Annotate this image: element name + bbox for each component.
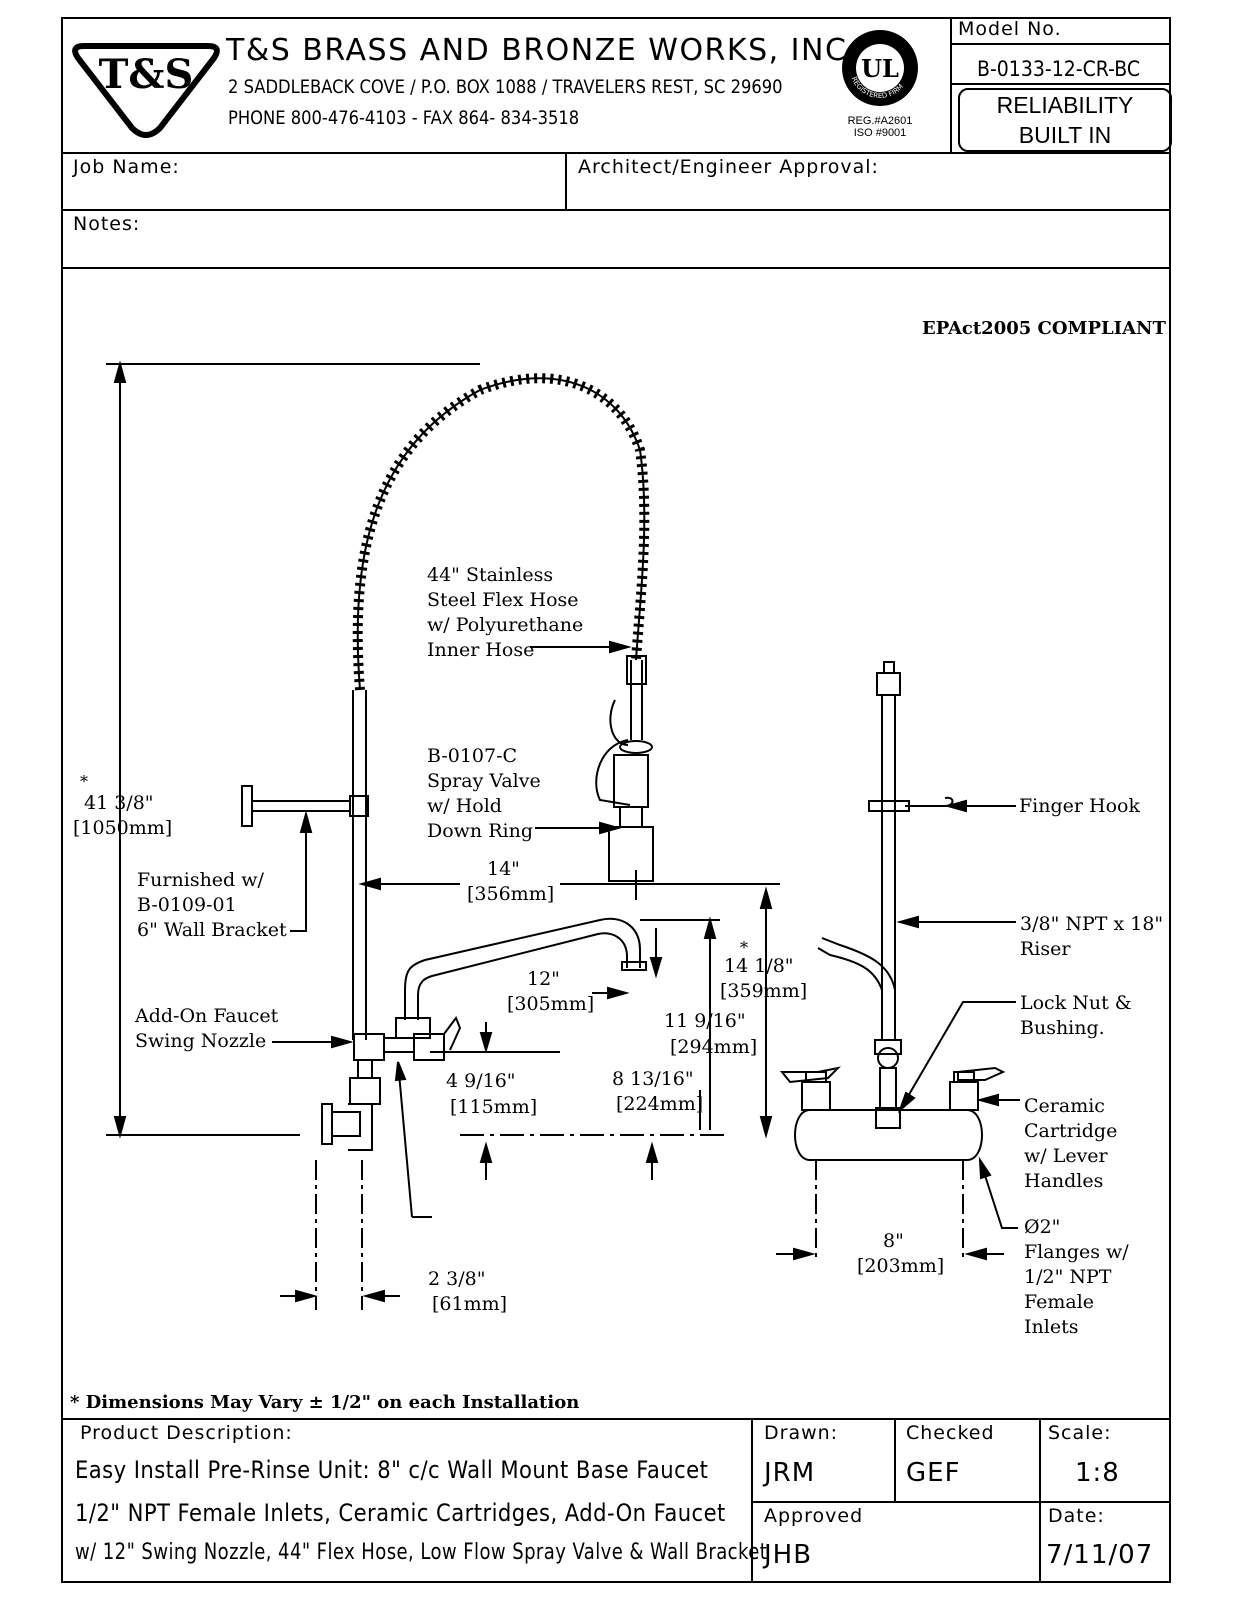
- wall-dim-mm: [61mm]: [432, 1293, 508, 1315]
- finger-hook-callout: Finger Hook: [1019, 795, 1140, 817]
- product-description-line-1: Easy Install Pre-Rinse Unit: 8" c/c Wall…: [75, 1456, 709, 1484]
- architect-approval-label: Architect/Engineer Approval:: [578, 156, 879, 178]
- nozzle-dim-in: 12": [527, 968, 560, 990]
- dim-14-1-mm: [359mm]: [720, 980, 808, 1002]
- model-number: B-0133-12-CR-BC: [977, 57, 1141, 81]
- dim-8-13-mm: [224mm]: [616, 1093, 704, 1115]
- center-dim-in: 8": [883, 1230, 904, 1252]
- reach-dim-mm: [356mm]: [467, 883, 555, 905]
- reliability-badge: RELIABILITY BUILT IN: [958, 88, 1172, 152]
- logo-text: T&S: [99, 51, 194, 98]
- company-phone: PHONE 800-476-4103 - FAX 864- 834-3518: [228, 107, 580, 129]
- product-description-line-2: 1/2" NPT Female Inlets, Ceramic Cartridg…: [75, 1499, 726, 1527]
- dim-11-9-in: 11 9/16": [664, 1010, 746, 1032]
- checked-value: GEF: [906, 1458, 961, 1488]
- riser-callout: 3/8" NPT x 18"Riser: [1020, 913, 1164, 960]
- dim-8-13-in: 8 13/16": [612, 1068, 694, 1090]
- ts-logo: T&S: [72, 43, 220, 138]
- reach-dim-in: 14": [487, 858, 520, 880]
- height-dim-in: 41 3/8": [84, 792, 154, 814]
- svg-text:REG.#A2601: REG.#A2601: [848, 115, 913, 127]
- faucet-drawing: [106, 360, 1020, 1310]
- product-description-label: Product Description:: [80, 1422, 293, 1444]
- dimension-footnote: * Dimensions May Vary ± 1/2" on each Ins…: [70, 1392, 580, 1413]
- dim-14-1-in: 14 1/8": [724, 955, 794, 977]
- date-label: Date:: [1048, 1505, 1105, 1527]
- company-name: T&S BRASS AND BRONZE WORKS, INC.: [226, 33, 859, 68]
- checked-label: Checked: [906, 1422, 995, 1444]
- dim-11-9-mm: [294mm]: [670, 1036, 758, 1058]
- date-value: 7/11/07: [1046, 1540, 1154, 1570]
- spout-dim-in: 4 9/16": [446, 1070, 516, 1092]
- company-address: 2 SADDLEBACK COVE / P.O. BOX 1088 / TRAV…: [228, 76, 783, 98]
- scale-value: 1:8: [1075, 1458, 1120, 1488]
- svg-text:UL: UL: [861, 54, 899, 83]
- height-dim-mm: [1050mm]: [73, 817, 173, 839]
- nozzle-dim-mm: [305mm]: [507, 993, 595, 1015]
- wall-dim-in: 2 3/8": [428, 1268, 486, 1290]
- svg-text:ISO #9001: ISO #9001: [854, 127, 907, 139]
- drawn-label: Drawn:: [764, 1422, 839, 1444]
- drawing-sheet: [61, 17, 1171, 1583]
- scale-label: Scale:: [1048, 1422, 1112, 1444]
- spout-dim-mm: [115mm]: [450, 1096, 538, 1118]
- ul-registered-firm-icon: UL REGISTERED FIRM: [842, 30, 918, 106]
- job-name-label: Job Name:: [73, 156, 180, 178]
- compliance-note: EPAct2005 COMPLIANT: [922, 318, 1166, 339]
- height-star: *: [80, 772, 88, 791]
- center-dim-mm: [203mm]: [857, 1255, 945, 1277]
- product-description-line-3: w/ 12" Swing Nozzle, 44" Flex Hose, Low …: [75, 1540, 768, 1565]
- notes-label: Notes:: [73, 213, 141, 235]
- model-label: Model No.: [958, 18, 1062, 40]
- approved-label: Approved: [764, 1505, 864, 1527]
- approved-value: JHB: [764, 1540, 813, 1570]
- dim-14-1-star: *: [740, 938, 748, 957]
- drawn-value: JRM: [764, 1458, 816, 1488]
- lock-nut-callout: Lock Nut &Bushing.: [1020, 992, 1132, 1039]
